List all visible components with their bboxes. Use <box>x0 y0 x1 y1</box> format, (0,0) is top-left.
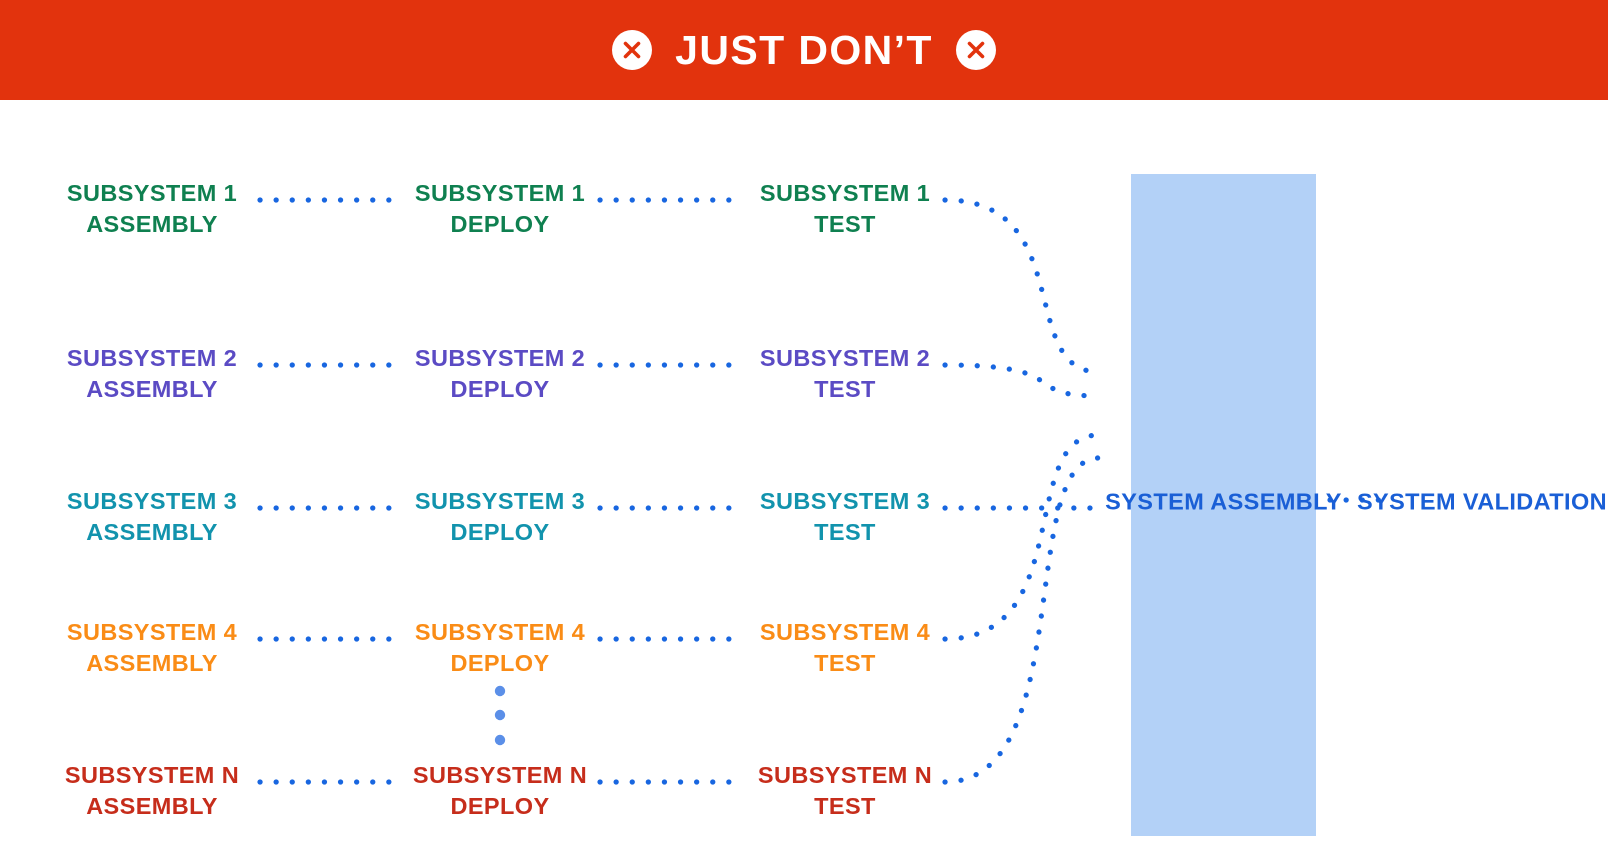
node-label-line2: TEST <box>814 650 876 676</box>
connector-subsystem-n-to-system-assembly <box>942 455 1102 785</box>
node-label-line1: SUBSYSTEM 3 <box>414 487 586 514</box>
node-subsystem-3-deploy: SUBSYSTEM 3 DEPLOY <box>415 486 585 549</box>
connector-subsystem-2-to-system-assembly <box>942 362 1102 399</box>
node-subsystem-2-assembly: SUBSYSTEM 2 ASSEMBLY <box>67 343 237 406</box>
node-label-line1: SUBSYSTEM 4 <box>414 618 586 645</box>
node-label-line1: SUBSYSTEM 4 <box>66 618 238 645</box>
node-label-line2: ASSEMBLY <box>86 211 218 237</box>
node-label-line2: DEPLOY <box>450 650 550 676</box>
node-subsystem-4-test: SUBSYSTEM 4 TEST <box>760 617 930 680</box>
node-subsystem-n-test: SUBSYSTEM N TEST <box>758 760 932 823</box>
node-label-line1: SUBSYSTEM 2 <box>414 344 586 371</box>
node-label-line2: DEPLOY <box>450 376 550 402</box>
system-validation-line1: SYSTEM <box>1356 488 1456 515</box>
node-label-line2: TEST <box>814 793 876 819</box>
node-subsystem-3-assembly: SUBSYSTEM 3 ASSEMBLY <box>67 486 237 549</box>
system-assembly-label: SYSTEM ASSEMBLY <box>1105 486 1342 517</box>
node-label-line1: SUBSYSTEM N <box>64 761 240 788</box>
node-label-line2: TEST <box>814 211 876 237</box>
node-label-line2: DEPLOY <box>450 211 550 237</box>
node-subsystem-1-deploy: SUBSYSTEM 1 DEPLOY <box>415 178 585 241</box>
node-label-line1: SUBSYSTEM 2 <box>759 344 931 371</box>
node-label-line2: ASSEMBLY <box>86 793 218 819</box>
vertical-ellipsis-dot-1 <box>494 685 506 697</box>
node-label-line1: SUBSYSTEM N <box>412 761 588 788</box>
node-label-line2: TEST <box>814 519 876 545</box>
vertical-ellipsis-dot-2 <box>494 709 506 721</box>
connector-subsystem-1-to-system-assembly <box>942 197 1102 375</box>
node-label-line2: TEST <box>814 376 876 402</box>
node-subsystem-1-assembly: SUBSYSTEM 1 ASSEMBLY <box>67 178 237 241</box>
node-label-line2: DEPLOY <box>450 519 550 545</box>
node-subsystem-n-assembly: SUBSYSTEM N ASSEMBLY <box>65 760 239 823</box>
node-subsystem-2-test: SUBSYSTEM 2 TEST <box>760 343 930 406</box>
node-label-line2: ASSEMBLY <box>86 519 218 545</box>
circle-x-icon-left <box>612 30 653 70</box>
node-label-line1: SUBSYSTEM 1 <box>66 179 238 206</box>
header-banner: JUST DON’T <box>0 0 1608 100</box>
node-subsystem-3-test: SUBSYSTEM 3 TEST <box>760 486 930 549</box>
node-label-line1: SUBSYSTEM 1 <box>414 179 586 206</box>
node-label-line1: SUBSYSTEM N <box>757 761 933 788</box>
node-label-line1: SUBSYSTEM 3 <box>759 487 931 514</box>
node-subsystem-4-assembly: SUBSYSTEM 4 ASSEMBLY <box>67 617 237 680</box>
system-validation-label: SYSTEM VALIDATION <box>1357 486 1607 517</box>
node-label-line2: DEPLOY <box>450 793 550 819</box>
connector-subsystem-4-to-system-assembly <box>942 432 1102 642</box>
node-label-line2: ASSEMBLY <box>86 376 218 402</box>
node-label-line2: ASSEMBLY <box>86 650 218 676</box>
node-label-line1: SUBSYSTEM 2 <box>66 344 238 371</box>
node-label-line1: SUBSYSTEM 1 <box>759 179 931 206</box>
system-assembly-line2: ASSEMBLY <box>1210 488 1342 515</box>
node-subsystem-n-deploy: SUBSYSTEM N DEPLOY <box>413 760 587 823</box>
banner-title: JUST DON’T <box>675 26 933 73</box>
node-subsystem-4-deploy: SUBSYSTEM 4 DEPLOY <box>415 617 585 680</box>
system-validation-line2: VALIDATION <box>1462 488 1608 515</box>
circle-x-icon-right <box>955 30 996 70</box>
node-label-line1: SUBSYSTEM 4 <box>759 618 931 645</box>
node-subsystem-2-deploy: SUBSYSTEM 2 DEPLOY <box>415 343 585 406</box>
system-assembly-box <box>1131 174 1316 836</box>
node-subsystem-1-test: SUBSYSTEM 1 TEST <box>760 178 930 241</box>
node-label-line1: SUBSYSTEM 3 <box>66 487 238 514</box>
vertical-ellipsis-dot-3 <box>494 734 506 746</box>
system-assembly-line1: SYSTEM <box>1105 488 1205 515</box>
